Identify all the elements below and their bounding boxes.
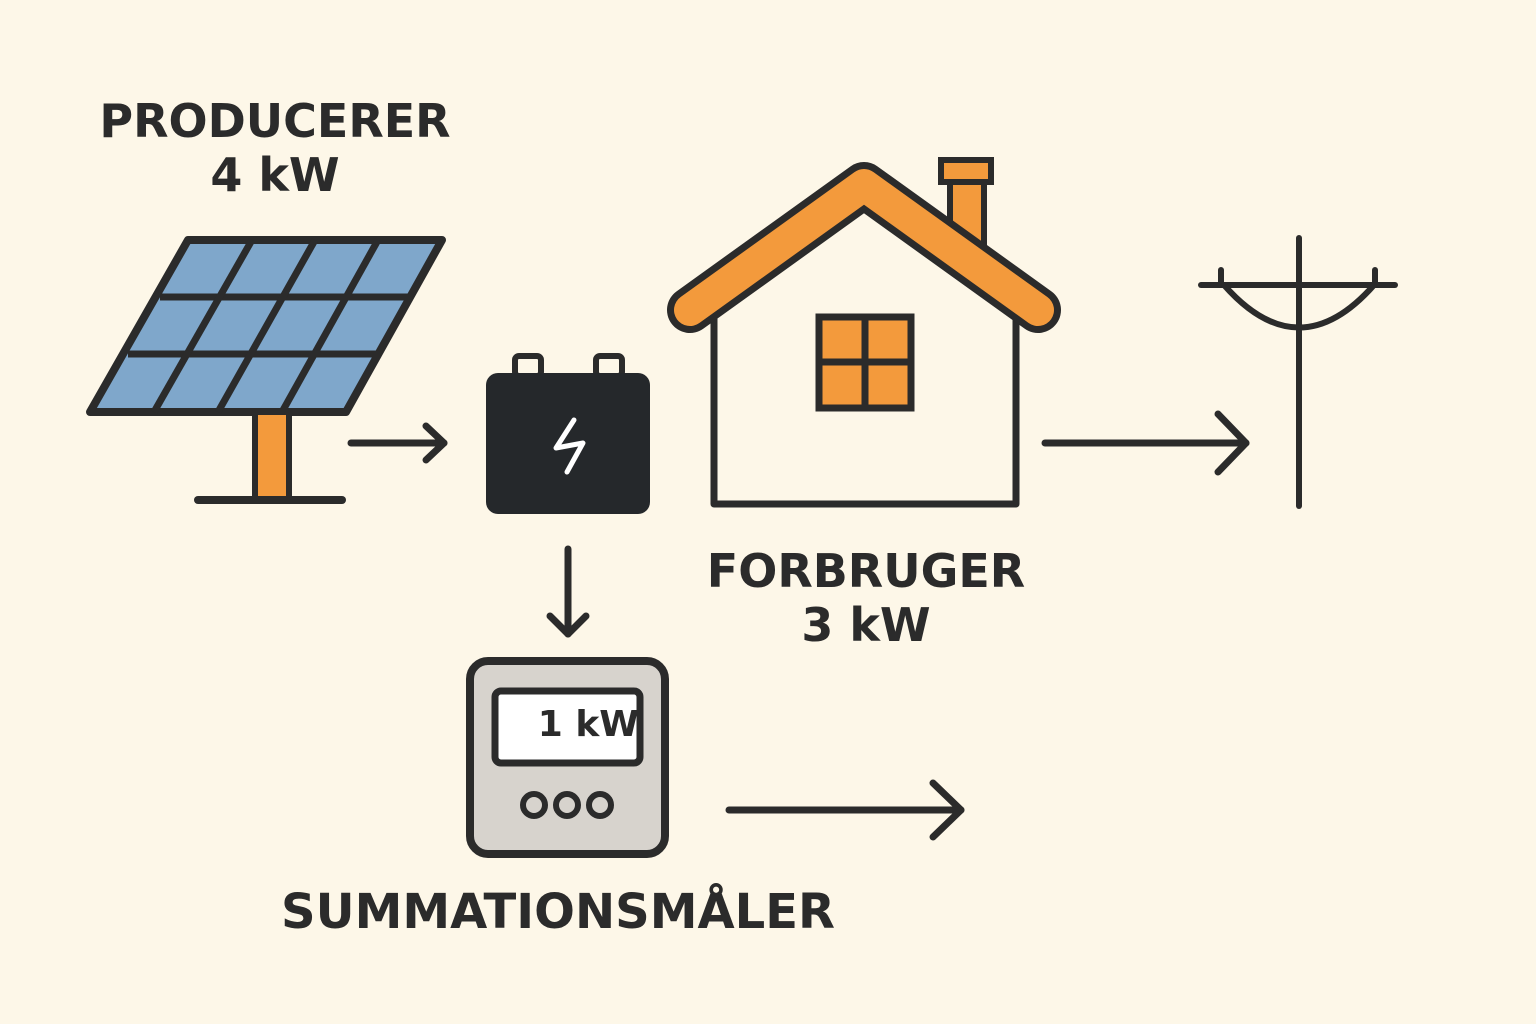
power-pole-icon <box>1198 235 1398 509</box>
consumer-label: FORBRUGER 3 kW <box>686 548 1046 656</box>
producer-title: PRODUCERER <box>99 94 451 148</box>
arrow-house-to-pole <box>1041 410 1250 476</box>
producer-label: PRODUCERER 4 kW <box>95 98 455 206</box>
producer-value: 4 kW <box>210 148 340 202</box>
house-window <box>815 313 915 412</box>
meter-icon <box>466 657 669 858</box>
battery-icon <box>486 353 650 514</box>
lightning-icon <box>553 417 586 475</box>
solar-panel-icon <box>86 236 446 504</box>
consumer-title: FORBRUGER <box>706 544 1026 598</box>
arrow-panel-to-battery <box>347 422 448 464</box>
consumer-value: 3 kW <box>801 598 931 652</box>
meter-label: SUMMATIONSMÅLER <box>281 884 835 940</box>
house-icon <box>667 157 1061 508</box>
arrow-meter-out <box>725 779 965 841</box>
meter-reading: 1 kW <box>537 704 639 745</box>
arrow-battery-to-meter <box>546 545 590 638</box>
